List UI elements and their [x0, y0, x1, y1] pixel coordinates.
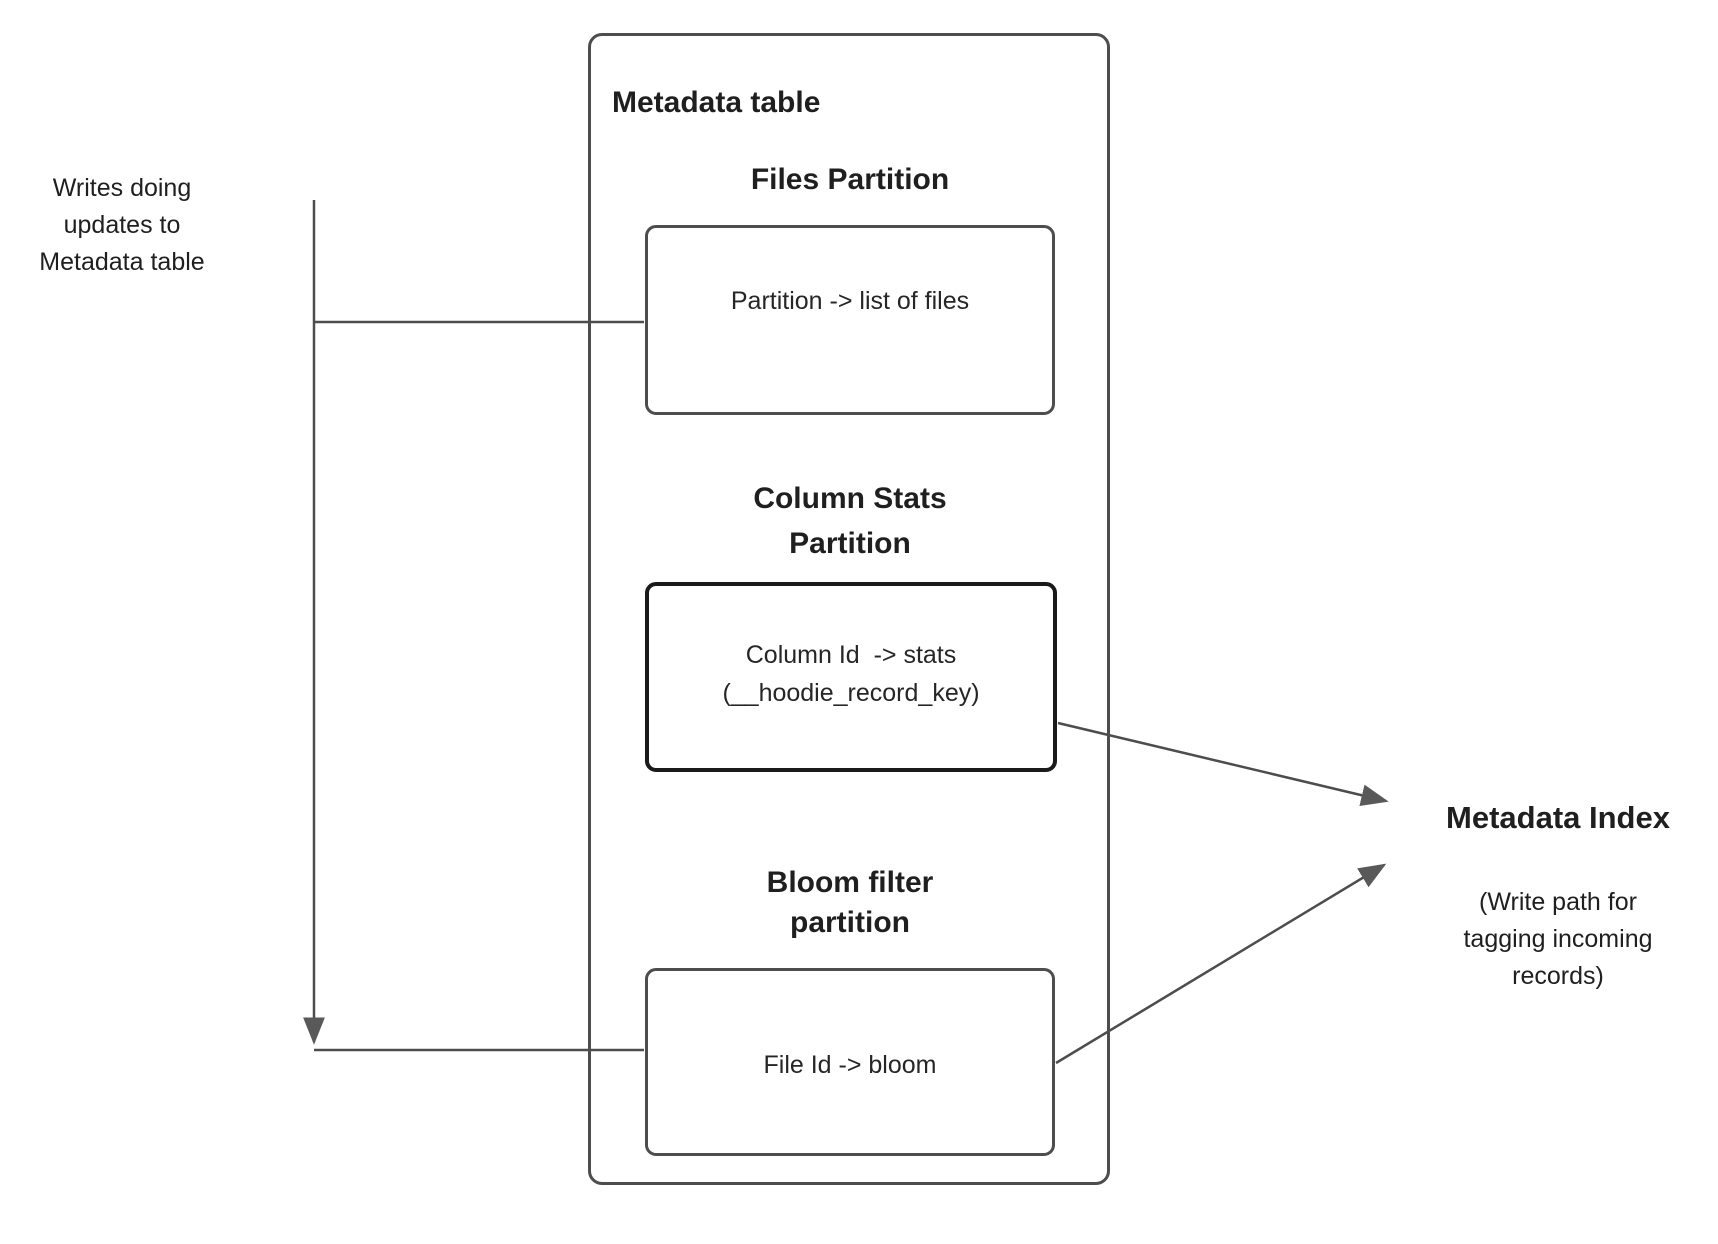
files-partition-heading: Files Partition — [750, 163, 950, 196]
bloom-filter-partition-box: File Id -> bloom — [645, 968, 1055, 1156]
files-partition-content: Partition -> list of files — [730, 287, 970, 315]
files-partition-box: Partition -> list of files — [645, 225, 1055, 415]
bloom-filter-partition-content: File Id -> bloom — [763, 1051, 937, 1079]
bloom-filter-partition-heading: Bloom filter partition — [766, 866, 934, 939]
writes-note-label: Writes doing updates to Metadata table — [39, 174, 205, 276]
metadata-index-subtitle: (Write path for tagging incoming records… — [1463, 888, 1653, 990]
column-stats-partition-box: Column Id -> stats (__hoodie_record_key) — [645, 582, 1057, 772]
metadata-index-title: Metadata Index — [1446, 800, 1670, 835]
metadata-table-container: Metadata table Files Partition Partition… — [588, 33, 1110, 1185]
column-stats-partition-content: Column Id -> stats (__hoodie_record_key) — [722, 641, 980, 707]
metadata-index-block: Metadata Index (Write path for tagging i… — [1380, 800, 1718, 995]
metadata-table-title: Metadata table — [612, 86, 821, 119]
column-stats-partition-heading: Column Stats Partition — [753, 482, 947, 560]
